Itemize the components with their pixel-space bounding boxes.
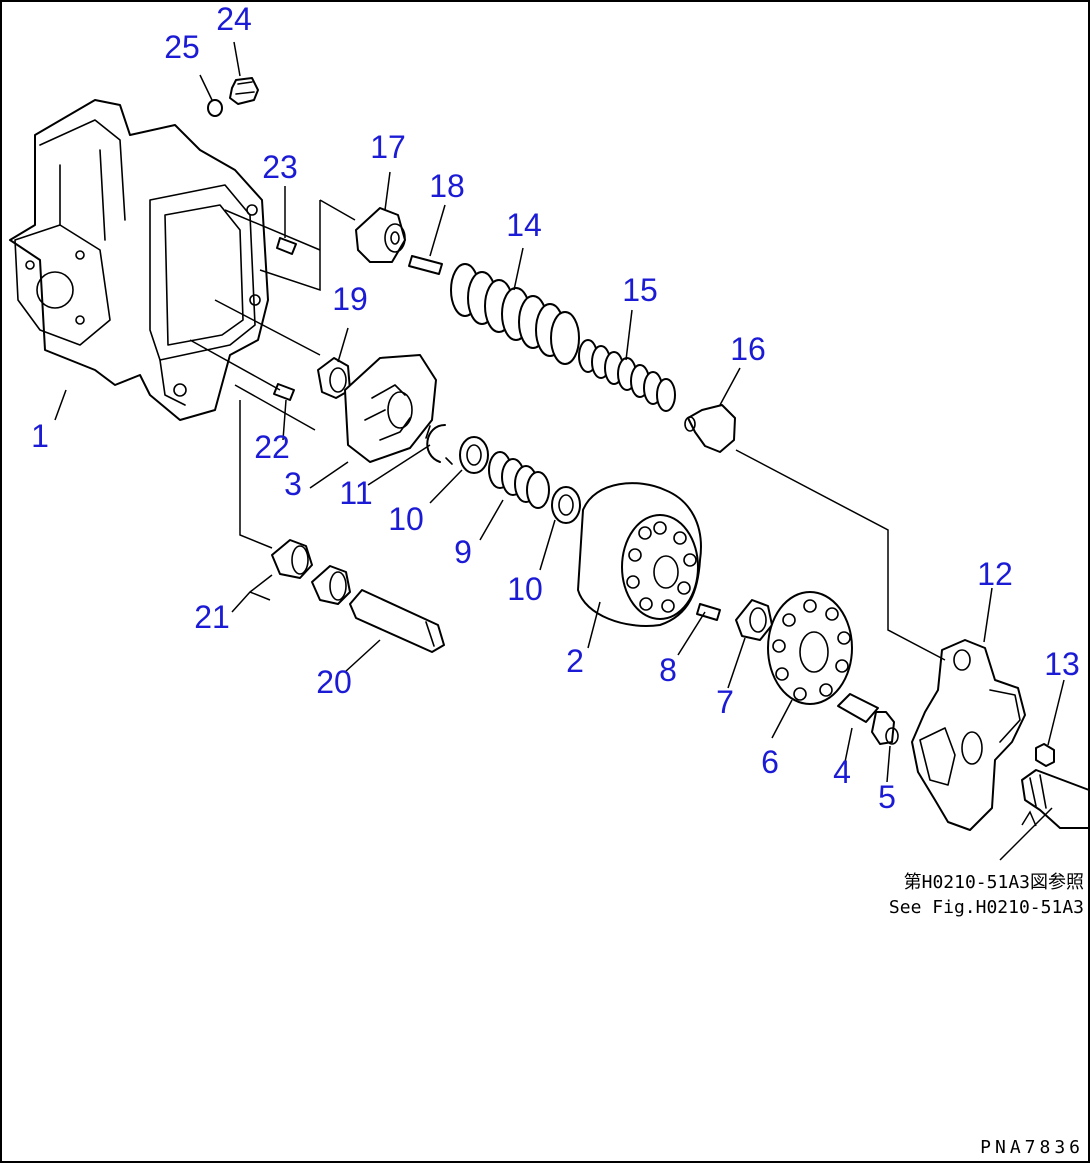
callout-25: 25 [164, 29, 200, 65]
callout-3: 3 [284, 466, 302, 502]
swash-plate [911, 639, 1026, 831]
nut [1035, 743, 1055, 767]
callout-24: 24 [216, 1, 252, 37]
drawing-code: PNA7836 [980, 1137, 1084, 1158]
spring-9 [488, 451, 550, 509]
washer-upper [459, 436, 489, 474]
callout-23: 23 [262, 149, 298, 185]
callout-12: 12 [977, 556, 1013, 592]
callout-10-upper: 10 [388, 501, 424, 537]
callout-13: 13 [1044, 646, 1080, 682]
callout-20: 20 [316, 664, 352, 700]
bushing-7 [735, 599, 773, 641]
piston-16 [684, 404, 736, 453]
callout-5: 5 [878, 779, 896, 815]
assembly-lines [189, 199, 946, 661]
washer-lower [551, 486, 581, 524]
pin-8 [696, 603, 721, 621]
cylinder-block [577, 482, 702, 627]
pin-lower [273, 383, 295, 401]
callout-17: 17 [370, 129, 406, 165]
reference-note-english: See Fig.H0210-51A3 [889, 897, 1084, 918]
callout-21: 21 [194, 599, 230, 635]
inner-spring [578, 339, 676, 412]
piston-4 [837, 693, 895, 745]
callout-16: 16 [730, 331, 766, 367]
shaft [1021, 769, 1090, 829]
callout-19: 19 [332, 281, 368, 317]
callout-9: 9 [454, 534, 472, 570]
plug [229, 77, 259, 105]
callout-2: 2 [566, 643, 584, 679]
spring-seat [355, 207, 406, 263]
leader-lines [54, 41, 1065, 861]
callouts: 1 2 3 4 5 6 7 8 9 10 10 11 12 13 14 15 1… [31, 1, 1080, 815]
pin-18 [408, 255, 443, 275]
callout-4: 4 [833, 754, 851, 790]
bearing-pin [349, 589, 445, 653]
callout-15: 15 [622, 272, 658, 308]
callout-1: 1 [31, 418, 49, 454]
callout-8: 8 [659, 652, 677, 688]
callout-22: 22 [254, 429, 290, 465]
callout-7: 7 [716, 684, 734, 720]
callout-18: 18 [429, 168, 465, 204]
outer-spring [450, 263, 580, 365]
valve-plate [344, 354, 437, 463]
reference-note-japanese: 第H0210-51A3図参照 [904, 872, 1084, 893]
callout-10-lower: 10 [507, 571, 543, 607]
o-ring [207, 99, 223, 117]
callout-6: 6 [761, 744, 779, 780]
callout-11: 11 [339, 475, 372, 511]
bushing-upper-21 [271, 539, 313, 579]
piston-shoe [885, 727, 899, 745]
callout-14: 14 [506, 207, 542, 243]
snap-ring [426, 424, 446, 463]
pin-upper [276, 237, 297, 255]
bushing-lower-21 [311, 565, 351, 605]
pump-housing [9, 99, 269, 421]
snap-ring-ends [425, 425, 453, 465]
retainer-plate [767, 591, 853, 705]
